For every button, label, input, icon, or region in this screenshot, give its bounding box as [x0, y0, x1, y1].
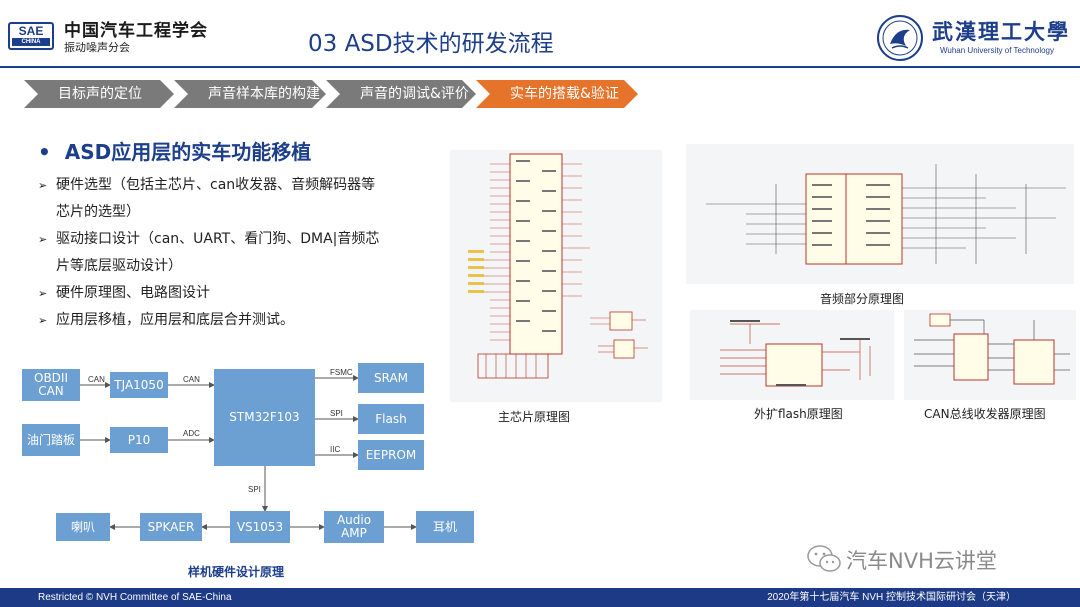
block-speaker: 喇叭 [56, 513, 110, 541]
step-label: 实车的搭载&验证 [510, 86, 619, 102]
header-divider [0, 66, 1080, 68]
block-throttle-pedal: 油门踏板 [22, 424, 80, 456]
step-label: 声音的调试&评价 [360, 86, 469, 102]
label-spi-1: SPI [330, 409, 343, 418]
list-item: ➢ 硬件原理图、电路图设计 [38, 280, 458, 307]
hardware-block-diagram: OBDII CAN TJA1050 STM32F103 SRAM Flash E… [0, 355, 474, 585]
step-label: 目标声的定位 [58, 86, 142, 102]
list-item-line: 驱动接口设计（can、UART、看门狗、DMA|音频芯 [56, 231, 380, 247]
block-vs1053: VS1053 [230, 511, 290, 543]
main-bullet: • ASD应用层的实车功能移植 [38, 136, 311, 165]
main-chip-schematic-caption: 主芯片原理图 [498, 410, 571, 424]
arrow-bullet-icon: ➢ [38, 314, 48, 327]
flash-schematic [690, 310, 894, 400]
org-name: 中国汽车工程学会 [64, 21, 208, 41]
block-p10: P10 [110, 427, 168, 453]
label-adc: ADC [183, 429, 200, 438]
step-target-sound: 目标声的定位 [24, 80, 174, 108]
step-arrow-shape [24, 80, 174, 108]
sae-china-logo: SAE CHINA [8, 22, 54, 50]
sae-logo-text: SAE [18, 24, 44, 38]
block-audio-amp: Audio AMP [324, 511, 384, 543]
university-name: 武漢理工大學 [932, 19, 1070, 44]
audio-schematic-caption: 音频部分原理图 [820, 292, 905, 306]
org-subtitle: 振动噪声分会 [64, 41, 130, 54]
sae-logo-subtext: CHINA [12, 38, 50, 46]
block-spkaer: SPKAER [140, 513, 202, 541]
label-can-1: CAN [88, 375, 105, 384]
footer-conference: 2020年第十七届汽车 NVH 控制技术国际研讨会（天津） [767, 592, 1016, 603]
can-schematic [904, 310, 1076, 400]
watermark-text: 汽车NVH云讲堂 [846, 549, 997, 573]
can-schematic-drawing [914, 313, 1070, 385]
arrow-bullet-icon: ➢ [38, 287, 48, 300]
university-emblem-icon [877, 15, 923, 61]
flash-schematic-drawing [720, 320, 871, 387]
block-obdii-can: OBDII CAN [22, 369, 80, 401]
list-item-line: 应用层移植，应用层和底层合并测试。 [56, 312, 294, 328]
block-stm32f103: STM32F103 [214, 369, 315, 466]
block-earphone: 耳机 [416, 511, 474, 543]
block-flash: Flash [358, 404, 424, 434]
bullet-dot-icon: • [38, 140, 51, 164]
audio-schematic-drawing [706, 164, 1066, 265]
university-english-name: Wuhan University of Technology [940, 46, 1054, 55]
step-arrow-shape [174, 80, 326, 108]
list-item-line: 片等底层驱动设计） [56, 258, 182, 274]
step-tuning-evaluation: 声音的调试&评价 [326, 80, 476, 108]
sub-bullet-list: ➢ 硬件选型（包括主芯片、can收发器、音频解码器等 芯片的选型） ➢ 驱动接口… [38, 172, 458, 334]
label-iic: IIC [330, 445, 341, 454]
arrow-bullet-icon: ➢ [38, 233, 48, 246]
flash-schematic-caption: 外扩flash原理图 [754, 407, 843, 421]
block-sram: SRAM [358, 363, 424, 393]
step-label: 声音样本库的构建 [208, 86, 320, 102]
slide-footer: Restricted © NVH Committee of SAE-China … [0, 588, 1080, 607]
list-item: ➢ 应用层移植，应用层和底层合并测试。 [38, 307, 458, 334]
list-item: ➢ 硬件选型（包括主芯片、can收发器、音频解码器等 芯片的选型） [38, 172, 458, 226]
label-fsmc: FSMC [330, 368, 353, 377]
audio-schematic [686, 144, 1074, 284]
block-eeprom: EEPROM [358, 440, 424, 470]
label-can-2: CAN [183, 375, 200, 384]
diagram-caption: 样机硬件设计原理 [188, 565, 285, 579]
arrow-bullet-icon: ➢ [38, 179, 48, 192]
slide-header: SAE CHINA 中国汽车工程学会 振动噪声分会 03 ASD技术的研发流程 … [0, 0, 1080, 66]
wechat-icon [807, 545, 841, 572]
label-spi-2: SPI [248, 485, 261, 494]
step-arrow-shape [326, 80, 476, 108]
block-tja1050: TJA1050 [110, 372, 168, 398]
list-item-line: 硬件选型（包括主芯片、can收发器、音频解码器等 [56, 177, 376, 193]
step-sample-library: 声音样本库的构建 [174, 80, 326, 108]
main-bullet-text: ASD应用层的实车功能移植 [64, 140, 312, 164]
main-chip-schematic [450, 150, 662, 402]
can-schematic-caption: CAN总线收发器原理图 [924, 407, 1046, 421]
step-arrow-shape [476, 80, 638, 108]
step-vehicle-validation: 实车的搭载&验证 [476, 80, 638, 108]
page-title: 03 ASD技术的研发流程 [308, 31, 554, 57]
diagram-connectors [75, 375, 417, 530]
footer-copyright: Restricted © NVH Committee of SAE-China [38, 592, 232, 603]
list-item-line: 硬件原理图、电路图设计 [56, 285, 210, 301]
list-item: ➢ 驱动接口设计（can、UART、看门狗、DMA|音频芯 片等底层驱动设计） [38, 226, 458, 280]
list-item-line: 芯片的选型） [56, 204, 140, 220]
main-chip-schematic-drawing [468, 153, 648, 379]
